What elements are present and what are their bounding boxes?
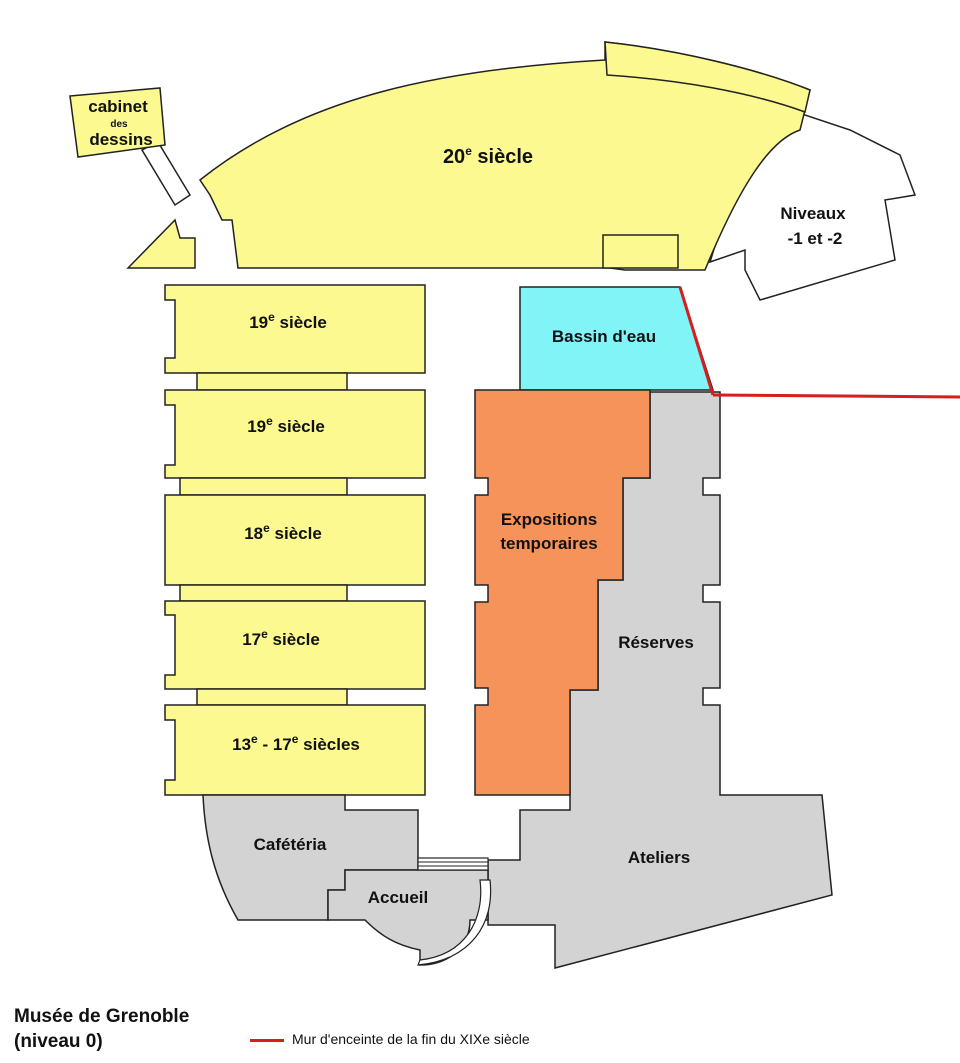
- legend: Mur d'enceinte de la fin du XIXe siècle: [250, 1031, 530, 1047]
- connector-2: [179, 477, 348, 496]
- room-17e-siecle[interactable]: [164, 600, 426, 690]
- room-20e-annex: [602, 234, 679, 269]
- label-accueil: Accueil: [368, 888, 428, 907]
- label-cafeteria: Cafétéria: [254, 835, 327, 854]
- legend-label: Mur d'enceinte de la fin du XIXe siècle: [292, 1031, 530, 1047]
- label-niveaux-line1: Niveaux: [780, 204, 846, 223]
- room-19e-siecle-1[interactable]: [164, 284, 426, 374]
- room-13e-17e-siecles[interactable]: [164, 704, 426, 796]
- sign-line3: dessins: [89, 130, 152, 149]
- sign-line2: des: [110, 119, 128, 130]
- label-18e-siecle: 18e siècle: [244, 521, 322, 543]
- room-cabinet-entry: [126, 218, 196, 269]
- label-expositions-line2: temporaires: [500, 534, 597, 553]
- label-bassin-eau: Bassin d'eau: [552, 327, 656, 346]
- room-20e-top-strip: [604, 41, 811, 113]
- label-ateliers: Ateliers: [628, 848, 690, 867]
- cabinet-des-dessins-sign[interactable]: cabinet des dessins: [69, 87, 166, 158]
- room-18e-siecle[interactable]: [164, 494, 426, 586]
- room-accueil[interactable]: [327, 869, 489, 966]
- label-niveaux-line2: -1 et -2: [788, 229, 843, 248]
- label-19e-siecle-2: 19e siècle: [247, 414, 325, 436]
- room-19e-siecle-2[interactable]: [164, 389, 426, 479]
- room-expositions-temporaires[interactable]: [474, 389, 651, 796]
- connector-1: [196, 372, 348, 391]
- legend-red-line: [250, 1038, 284, 1042]
- entrance-arc: [417, 879, 492, 966]
- corridor-cabinet: [140, 141, 192, 207]
- label-reserves: Réserves: [618, 633, 694, 652]
- map-title-line2: (niveau 0): [14, 1031, 103, 1052]
- label-17e-siecle: 17e siècle: [242, 627, 320, 649]
- label-13e-17e-siecles: 13e - 17e siècles: [232, 732, 360, 754]
- connector-3: [179, 584, 348, 602]
- label-20e-siecle: 20e siècle: [443, 144, 533, 168]
- entrance-stairs: [417, 857, 489, 871]
- map-title: Musée de Grenoble (niveau 0): [14, 1004, 189, 1054]
- sign-line1: cabinet: [88, 97, 148, 116]
- label-expositions-line1: Expositions: [501, 510, 597, 529]
- map-title-line1: Musée de Grenoble: [14, 1006, 190, 1027]
- label-19e-siecle-1: 19e siècle: [249, 310, 327, 332]
- connector-4: [196, 688, 348, 706]
- red-enclosure-wall: [678, 286, 960, 399]
